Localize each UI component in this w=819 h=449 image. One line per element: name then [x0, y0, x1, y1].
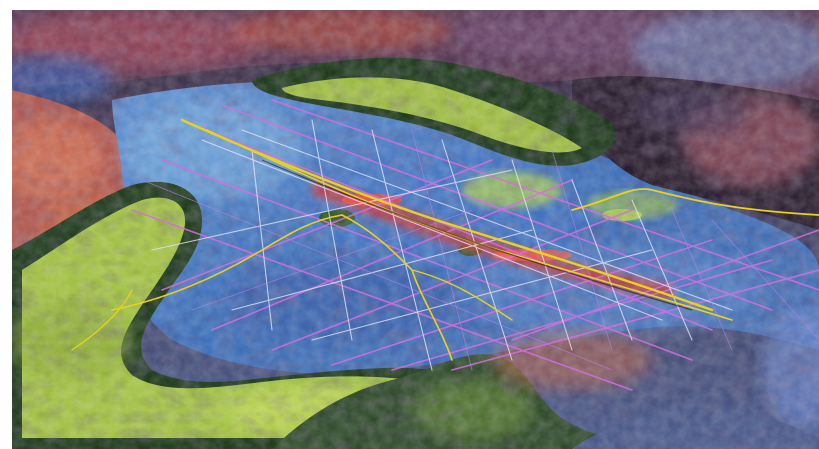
river-line: [261, 159, 693, 311]
satellite-terrain-image: [12, 10, 819, 449]
satellite-map: [12, 10, 819, 449]
road-network: [131, 99, 819, 391]
speckle-texture: [12, 10, 819, 449]
